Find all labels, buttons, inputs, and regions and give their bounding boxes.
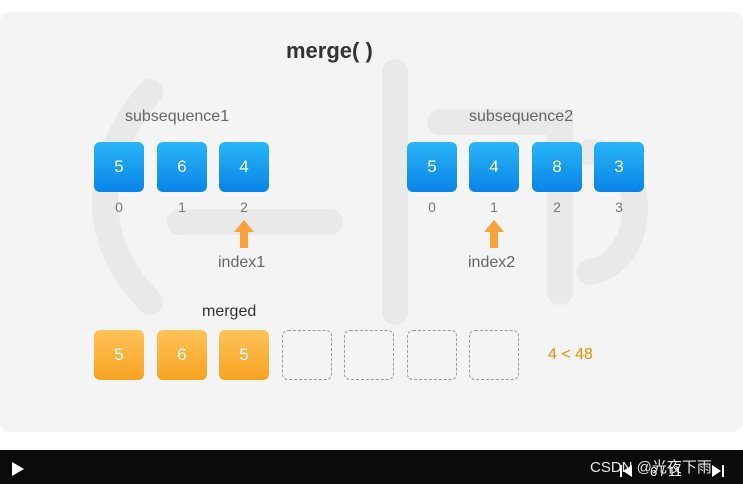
merged-cell: 5: [94, 330, 144, 380]
page-title: merge( ): [286, 38, 373, 63]
merged-cell: 6: [157, 330, 207, 380]
subsequence2-cell: 3: [594, 142, 644, 192]
up-arrow-icon: [234, 220, 254, 248]
merged-empty-cell: [344, 330, 394, 380]
subsequence1-index: 0: [115, 199, 123, 215]
subsequence2-index: 0: [428, 199, 436, 215]
subsequence2-cell: 5: [407, 142, 457, 192]
play-icon[interactable]: [12, 462, 24, 476]
merged-cell: 5: [219, 330, 269, 380]
subsequence2-cell: 4: [469, 142, 519, 192]
up-arrow-icon: [484, 220, 504, 248]
next-icon[interactable]: [712, 465, 724, 477]
subsequence1-label: subsequence1: [125, 108, 230, 125]
subsequence1-index: 1: [178, 199, 186, 215]
subsequence2-index: 2: [553, 199, 561, 215]
merged-label: merged: [202, 303, 257, 320]
subsequence1-cell: 5: [94, 142, 144, 192]
subsequence2-cell: 8: [532, 142, 582, 192]
player-control-bar: CSDN @光夜下雨 6 / 11: [0, 450, 743, 484]
subsequence1-cell: 4: [219, 142, 269, 192]
index1-label: index1: [218, 254, 266, 271]
subsequence2-index: 3: [615, 199, 623, 215]
subsequence1-index: 2: [240, 199, 248, 215]
merged-empty-cell: [469, 330, 519, 380]
prev-icon[interactable]: [620, 465, 632, 477]
slide-canvas: merge( ) subsequence1 subsequence2 5 6 4…: [0, 12, 743, 432]
index2-label: index2: [468, 254, 516, 271]
page-indicator: 6 / 11: [650, 464, 682, 479]
merged-empty-cell: [282, 330, 332, 380]
subsequence2-label: subsequence2: [469, 108, 574, 125]
subsequence2-index: 1: [490, 199, 498, 215]
subsequence1-cell: 6: [157, 142, 207, 192]
comparison-text: 4 < 48: [548, 346, 593, 363]
merged-empty-cell: [407, 330, 457, 380]
